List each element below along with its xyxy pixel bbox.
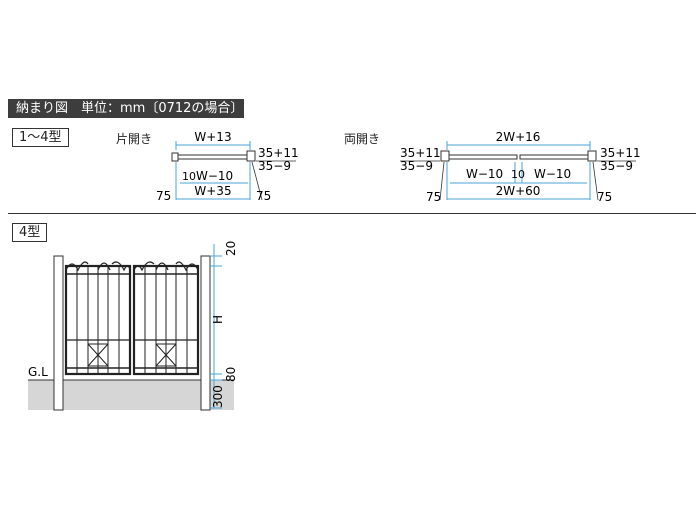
- single-dim-right-75: 75: [256, 189, 271, 203]
- double-left-post: [440, 150, 450, 162]
- double-dim-top: 2W+16: [496, 130, 541, 144]
- single-swing-label: 片開き: [116, 132, 153, 146]
- gate-leaf-left: [64, 261, 132, 376]
- section-divider: [8, 213, 696, 214]
- type-label-1-4: 1～4型: [12, 128, 69, 147]
- right-post: [200, 255, 211, 411]
- double-right-post: [587, 150, 597, 162]
- dim-80: 80: [224, 367, 238, 382]
- left-post: [53, 255, 64, 411]
- vertical-dimensions: 20 H 80 300: [210, 241, 238, 409]
- double-dim-left-bottom: 35−9: [400, 159, 433, 173]
- single-dim-top: W+13: [194, 130, 231, 144]
- double-dim-center: 10: [511, 168, 525, 181]
- double-dim-right-top: 35+11: [600, 146, 641, 160]
- dim-20: 20: [224, 241, 238, 256]
- dim-h: H: [211, 315, 225, 324]
- double-swing-plan: 2W+16 35+11 35−9 35+11 35−9 W−10 10 W−10…: [400, 130, 641, 204]
- double-leader-right-75: [592, 161, 599, 201]
- single-dim-right-bottom: 35−9: [258, 159, 291, 173]
- dim-300: 300: [211, 385, 225, 408]
- type-label-text: 4型: [19, 225, 41, 240]
- diagram-title-bar: 納まり図 単位：mm〔0712の場合〕: [8, 99, 244, 118]
- double-dim-left-top: 35+11: [400, 146, 441, 160]
- gate-left-scroll: [65, 261, 89, 272]
- gate-left-cross: [87, 343, 109, 367]
- gate-left-scroll: [111, 261, 131, 272]
- gl-label: G.L: [28, 365, 48, 379]
- double-dim-right-bottom: 35−9: [600, 159, 633, 173]
- single-dim-inner: W−10: [196, 169, 233, 183]
- single-dim-right-top: 35+11: [258, 146, 299, 160]
- single-dim-left-75: 75: [156, 189, 171, 203]
- single-leader-75: [251, 161, 263, 201]
- single-left-post: [171, 152, 179, 162]
- gate-right-scroll: [175, 261, 199, 272]
- double-swing-label: 両開き: [344, 132, 381, 146]
- double-dim-left-75: 75: [426, 190, 441, 204]
- double-dim-right-75: 75: [597, 190, 612, 204]
- gate-right-scroll: [155, 262, 169, 271]
- double-dim-inner-left: W−10: [466, 167, 503, 181]
- double-leader-left-75: [439, 161, 445, 201]
- gate-left-scroll: [97, 262, 111, 271]
- gate-right-cross: [155, 343, 177, 367]
- double-dim-bottom: 2W+60: [496, 184, 541, 198]
- single-dim-inner-left: 10: [182, 170, 196, 183]
- single-swing-plan: W+13 35+11 35−9 10 W−10 W+35 75 75: [156, 130, 299, 203]
- gate-right-scroll: [133, 261, 155, 272]
- single-right-post: [246, 150, 256, 162]
- gate-left-cross-box: [87, 343, 109, 367]
- gate-right-cross-box: [155, 343, 177, 367]
- type-label-text: 1～4型: [19, 130, 62, 145]
- diagram-title: 納まり図 単位：mm〔0712の場合〕: [16, 101, 244, 116]
- single-dim-bottom: W+35: [194, 184, 231, 198]
- gate-leaf-right: [132, 261, 200, 376]
- type-label-4: 4型: [12, 223, 48, 242]
- double-dim-inner-right: W−10: [534, 167, 571, 181]
